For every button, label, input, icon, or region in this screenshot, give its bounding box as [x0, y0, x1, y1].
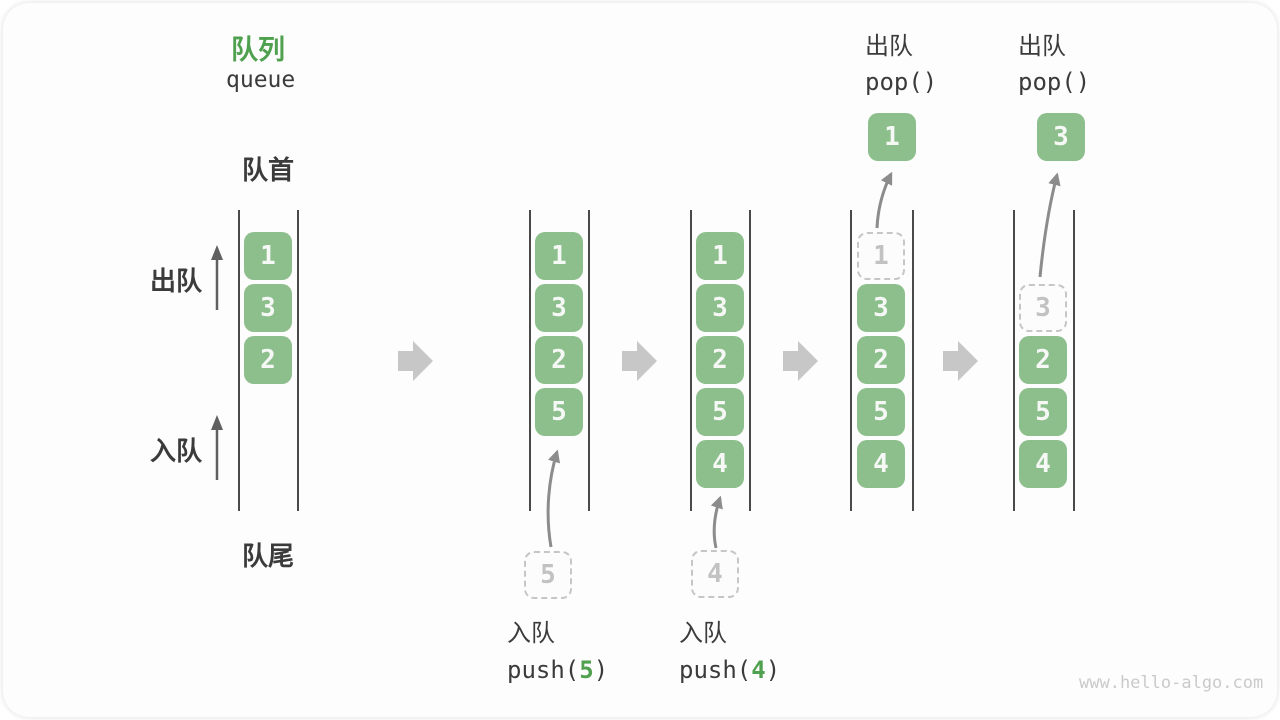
queue-item: 3 — [857, 284, 905, 332]
diagram-card — [3, 3, 1277, 717]
queue-item-incoming: 5 — [524, 551, 572, 599]
queue-item-popped: 3 — [1037, 113, 1085, 161]
queue-item: 2 — [857, 336, 905, 384]
op-enqueue-push4: 入队 push(4) — [679, 613, 780, 684]
op-dequeue-pop2: 出队 pop() — [1018, 26, 1090, 96]
op-enqueue-push5: 入队 push(5) — [507, 613, 608, 684]
queue-item: 5 — [1019, 388, 1067, 436]
op-code: push(5) — [507, 656, 609, 684]
queue-item: 2 — [244, 336, 292, 384]
label-queue-rear: 队尾 — [242, 541, 295, 571]
queue-wall — [1013, 210, 1015, 511]
queue-item: 2 — [1019, 336, 1067, 384]
queue-wall — [529, 210, 531, 511]
queue-wall — [690, 210, 692, 511]
queue-item: 4 — [1019, 440, 1067, 488]
queue-wall — [588, 210, 590, 511]
queue-item: 3 — [535, 284, 583, 332]
queue-item-removed: 1 — [857, 232, 905, 280]
queue-item: 5 — [696, 388, 744, 436]
op-code: pop() — [1018, 68, 1091, 96]
queue-item: 2 — [535, 336, 583, 384]
label-queue-front: 队首 — [242, 155, 295, 185]
queue-wall — [912, 210, 914, 511]
queue-item: 3 — [244, 284, 292, 332]
queue-wall — [850, 210, 852, 511]
op-action-label: 入队 — [679, 620, 727, 647]
queue-item: 2 — [696, 336, 744, 384]
queue-item: 1 — [535, 232, 583, 280]
queue-item: 3 — [696, 284, 744, 332]
queue-item: 5 — [857, 388, 905, 436]
op-dequeue-pop1: 出队 pop() — [865, 26, 937, 96]
queue-item-removed: 3 — [1019, 284, 1067, 332]
page-title: 队列 — [231, 35, 285, 65]
op-action-label: 出队 — [1018, 33, 1066, 60]
queue-item-popped: 1 — [868, 113, 916, 161]
op-action-label: 出队 — [865, 33, 913, 60]
queue-item: 1 — [696, 232, 744, 280]
queue-item: 5 — [535, 388, 583, 436]
queue-item-incoming: 4 — [691, 550, 739, 598]
queue-wall — [238, 210, 240, 511]
op-action-label: 入队 — [507, 620, 555, 647]
queue-item: 4 — [857, 440, 905, 488]
op-code: push(4) — [679, 656, 781, 684]
label-enqueue-side: 入队 — [150, 436, 203, 466]
label-dequeue-side: 出队 — [150, 266, 203, 296]
page-subtitle: queue — [226, 67, 296, 93]
queue-wall — [749, 210, 751, 511]
queue-wall — [297, 210, 299, 511]
queue-item: 1 — [244, 232, 292, 280]
watermark: www.hello-algo.com — [1079, 673, 1264, 693]
queue-item: 4 — [696, 440, 744, 488]
queue-wall — [1073, 210, 1075, 511]
op-code: pop() — [865, 68, 938, 96]
